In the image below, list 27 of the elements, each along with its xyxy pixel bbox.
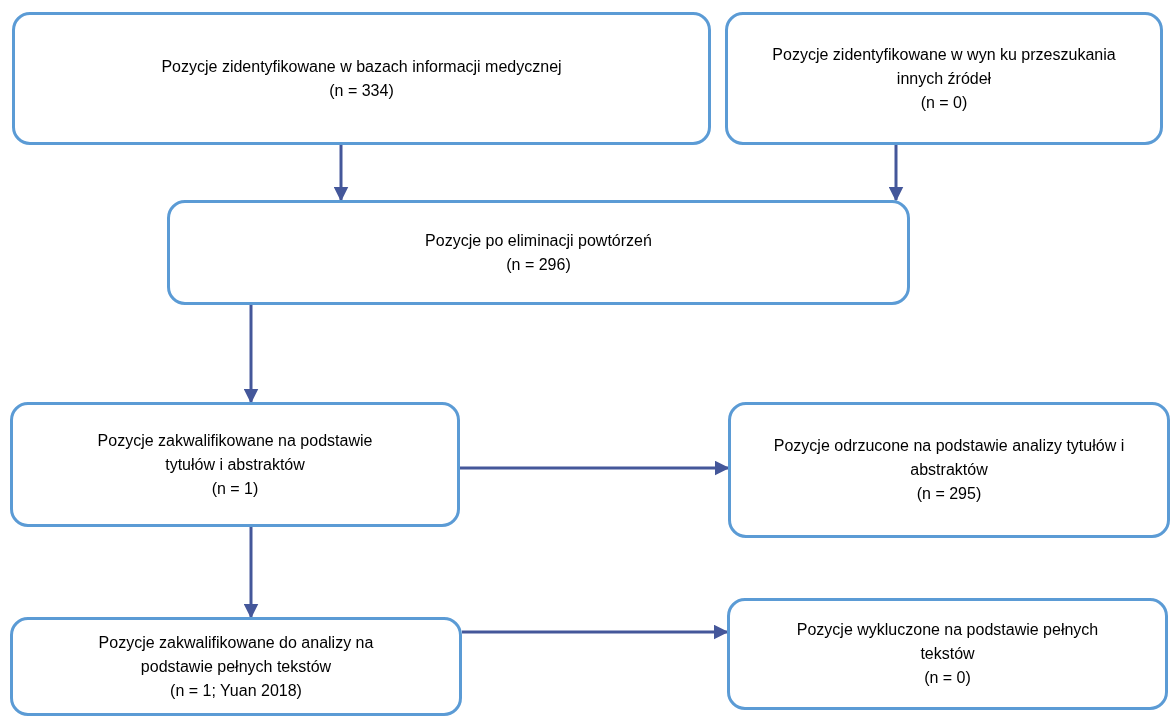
box-text: (n = 334) — [329, 80, 394, 101]
process-box — [725, 12, 1163, 145]
process-box — [10, 617, 462, 716]
box-text: Pozycje po eliminacji powtórzeń — [425, 230, 652, 251]
box-text: (n = 1; Yuan 2018) — [170, 680, 302, 701]
arrow — [888, 145, 904, 202]
process-box — [12, 12, 711, 145]
process-box — [728, 402, 1170, 538]
arrow — [243, 527, 259, 619]
box-text: Pozycje zakwalifikowane na podstawie tytułów i abstraktów — [96, 430, 374, 475]
box-text: Pozycje zidentyfikowane w wyn ku przeszukania innych źródeł — [771, 44, 1117, 89]
box-text: Pozycje wykluczone na podstawie pełnych tekstów — [795, 620, 1100, 664]
process-box — [167, 200, 910, 305]
box-text: (n = 1) — [211, 478, 259, 499]
box-text: (n = 296) — [506, 254, 571, 275]
arrow — [462, 624, 729, 640]
box-text: Pozycje odrzucone na podstawie analizy tytułów i abstraktów — [772, 436, 1126, 480]
arrow — [243, 305, 259, 404]
box-text: (n = 295) — [916, 484, 982, 504]
process-box — [727, 598, 1168, 710]
box-text: Pozycje zidentyfikowane w bazach informacji medycznej — [161, 56, 562, 77]
process-box — [10, 402, 460, 527]
box-text: Pozycje zakwalifikowane do analizy na podstawie pełnych tekstów — [97, 632, 375, 677]
arrow — [333, 145, 349, 202]
arrow — [460, 460, 730, 476]
box-text: (n = 0) — [924, 668, 971, 688]
box-text: (n = 0) — [920, 92, 968, 113]
